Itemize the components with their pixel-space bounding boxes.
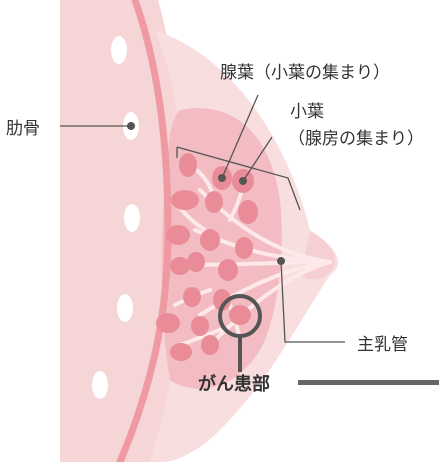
cancer-label: がん患部 [198, 374, 270, 395]
leader-lines [60, 94, 345, 343]
main-duct-label: 主乳管 [357, 335, 408, 355]
rib-5 [92, 371, 108, 399]
glandular-lobe-label: 腺葉（小葉の集まり） [220, 63, 390, 83]
lobe-dot [218, 174, 226, 182]
lobule-label-line1: 小葉 [290, 102, 324, 122]
lobule-dot [239, 177, 247, 185]
rib-label: 肋骨 [6, 119, 40, 139]
lobule-label-line2: （腺房の集まり） [288, 129, 424, 149]
scale-bar [298, 380, 439, 385]
rib-3 [124, 204, 140, 232]
duct-dot [277, 257, 285, 265]
lobules [156, 153, 258, 361]
rib-1 [111, 36, 127, 64]
rib-4 [117, 294, 133, 322]
